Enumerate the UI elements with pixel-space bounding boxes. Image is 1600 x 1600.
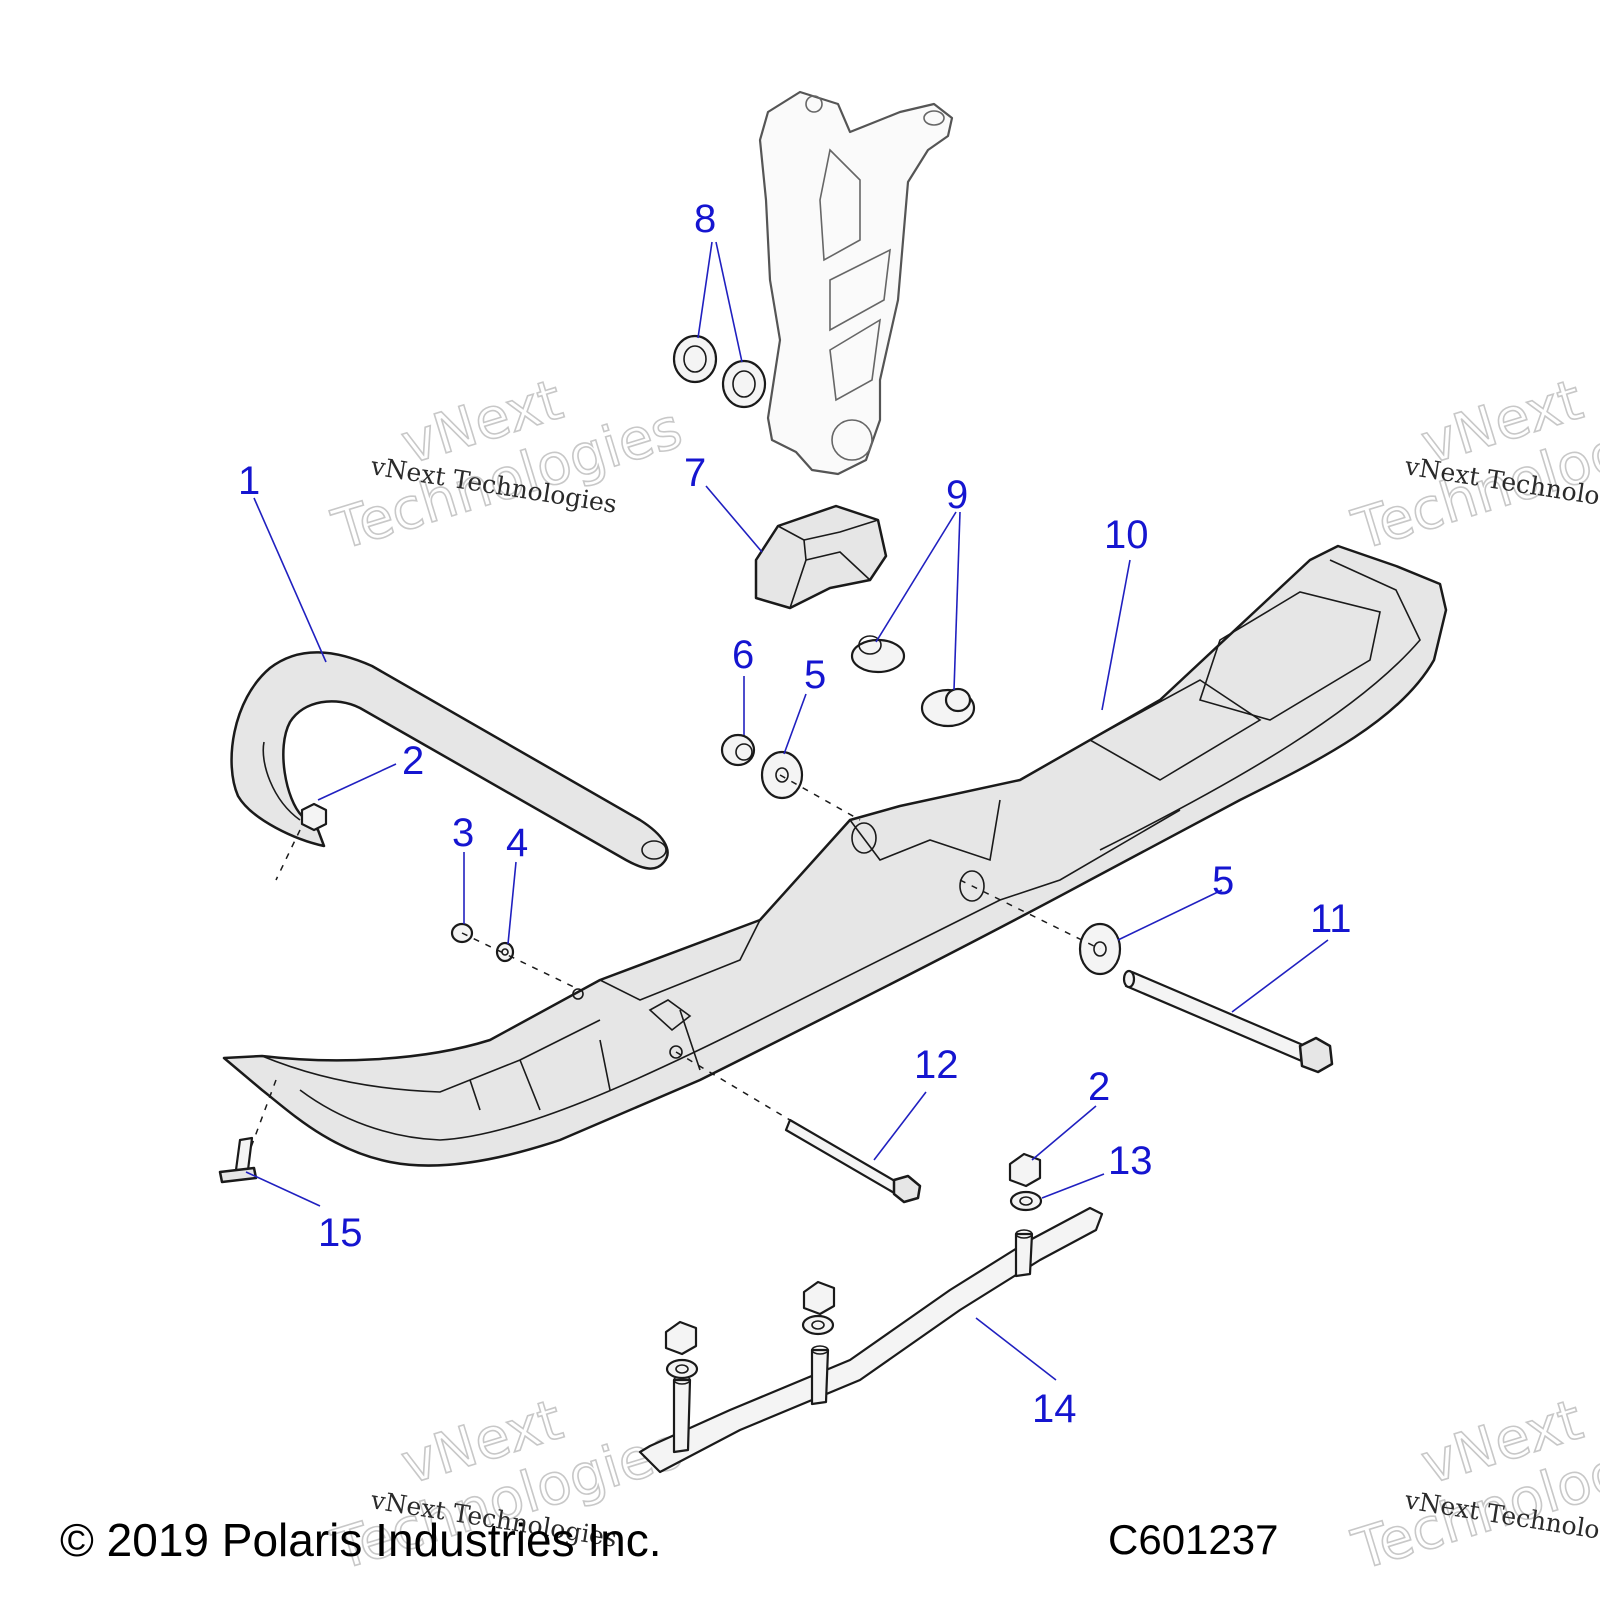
callout-11: 11	[1310, 897, 1352, 941]
watermark-big-2: vNext Technologies	[1345, 367, 1600, 564]
callout-14: 14	[1032, 1387, 1077, 1431]
screw-15	[218, 1136, 258, 1184]
watermark-big-1: vNext Technologies	[325, 367, 691, 564]
bushing-8b	[721, 359, 767, 409]
washer-5-upper	[760, 750, 804, 800]
callout-4: 4	[506, 821, 528, 865]
leader-lines	[245, 241, 1329, 1381]
nut-2-lower-c	[664, 1320, 698, 1356]
spacer-9b	[920, 687, 976, 728]
callout-6: 6	[732, 633, 754, 677]
callout-5-lower: 5	[1212, 859, 1234, 903]
washer-13-b	[801, 1314, 835, 1336]
diagram-code: C601237	[1108, 1516, 1278, 1563]
spacer-9a	[850, 635, 906, 674]
callout-5-upper: 5	[804, 653, 826, 697]
callout-10: 10	[1104, 513, 1149, 557]
washer-13-a	[1009, 1190, 1043, 1212]
callout-13: 13	[1108, 1139, 1153, 1183]
bushing-8a	[672, 334, 718, 384]
callout-8: 8	[694, 197, 716, 241]
callout-15: 15	[318, 1211, 363, 1255]
callout-7: 7	[684, 451, 706, 495]
callout-labels: 1 2 2 3 4 5 5 6 7 8 9 10 11 12 13 14 15	[238, 197, 1352, 1431]
watermark-big-4: vNext Technologies	[1345, 1387, 1600, 1584]
callout-2-lower: 2	[1088, 1065, 1110, 1109]
nut-2-lower-a	[1008, 1152, 1042, 1188]
callout-12: 12	[914, 1043, 959, 1087]
assembly-lines	[249, 774, 1101, 1151]
bolt-12	[784, 1118, 922, 1204]
bolt-11	[1122, 969, 1334, 1074]
nut-2-lower-b	[802, 1280, 836, 1316]
nut-2-handle	[300, 802, 328, 832]
washer-13-c	[665, 1358, 699, 1380]
callout-3: 3	[452, 811, 474, 855]
bushing-6	[720, 733, 756, 767]
washer-4	[495, 941, 515, 963]
callout-1: 1	[238, 459, 260, 503]
bumper-7	[754, 504, 888, 610]
callout-2-upper: 2	[402, 739, 424, 783]
copyright-text: © 2019 Polaris Industries Inc.	[60, 1514, 662, 1566]
callout-9: 9	[946, 473, 968, 517]
runner-14	[638, 1206, 1104, 1474]
spindle-ghost	[758, 90, 954, 476]
ski-10	[222, 544, 1448, 1167]
handle-loop-1	[230, 651, 669, 870]
